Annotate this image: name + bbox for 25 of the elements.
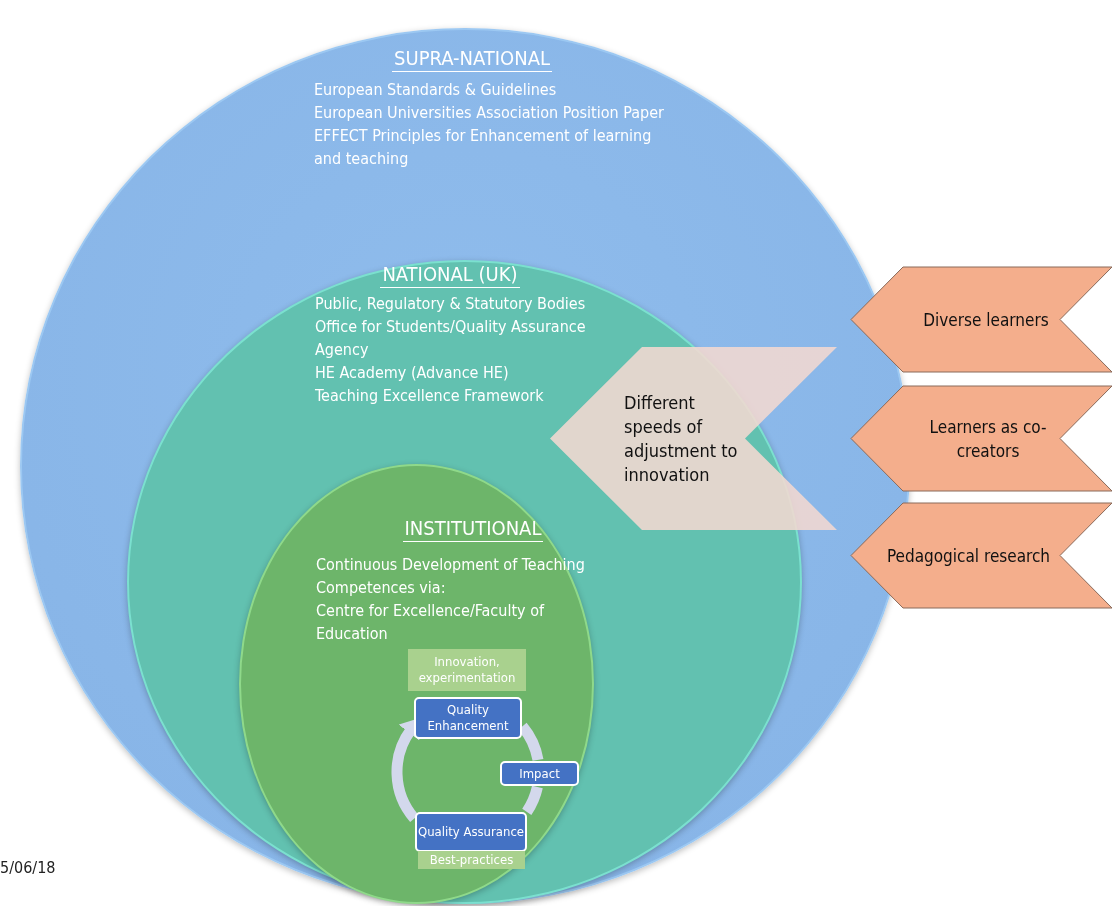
process-box: Quality Enhancement xyxy=(414,697,522,739)
heading: SUPRA-NATIONAL xyxy=(392,46,552,72)
chevron-text: Learners as co-creators xyxy=(929,416,1047,463)
body-text: Centre for Excellence/Faculty of Education xyxy=(316,600,546,645)
body-text: EFFECT Principles for Enhancement of learning and teaching xyxy=(314,125,653,170)
date-text: 5/06/18 xyxy=(0,858,56,877)
process-box: Innovation, experimentation xyxy=(408,649,526,691)
chevron-shape xyxy=(550,347,837,530)
body-text: Continuous Development of Teaching Competences via: xyxy=(316,554,586,599)
chevron-text: Diverse learners xyxy=(922,309,1050,332)
body-text: HE Academy (Advance HE) xyxy=(315,362,510,384)
body-text: Office for Students/Quality Assurance Agency xyxy=(315,316,587,361)
chevron-shape xyxy=(851,267,1112,372)
chevron-text: Different speeds of adjustment to innovation xyxy=(624,391,739,487)
chevron-text: Pedagogical research xyxy=(885,545,1052,568)
heading: INSTITUTIONAL xyxy=(402,516,544,542)
process-box: Best-practices xyxy=(418,851,525,869)
body-text: Public, Regulatory & Statutory Bodies xyxy=(315,293,587,315)
process-box: Impact xyxy=(500,761,579,786)
chevron-shape xyxy=(851,503,1112,608)
process-box: Quality Assurance xyxy=(415,812,527,852)
body-text: European Universities Association Position Paper xyxy=(314,102,664,124)
chevron-shape xyxy=(851,386,1112,491)
body-text: European Standards & Guidelines xyxy=(314,79,558,101)
heading: NATIONAL (UK) xyxy=(380,262,520,288)
